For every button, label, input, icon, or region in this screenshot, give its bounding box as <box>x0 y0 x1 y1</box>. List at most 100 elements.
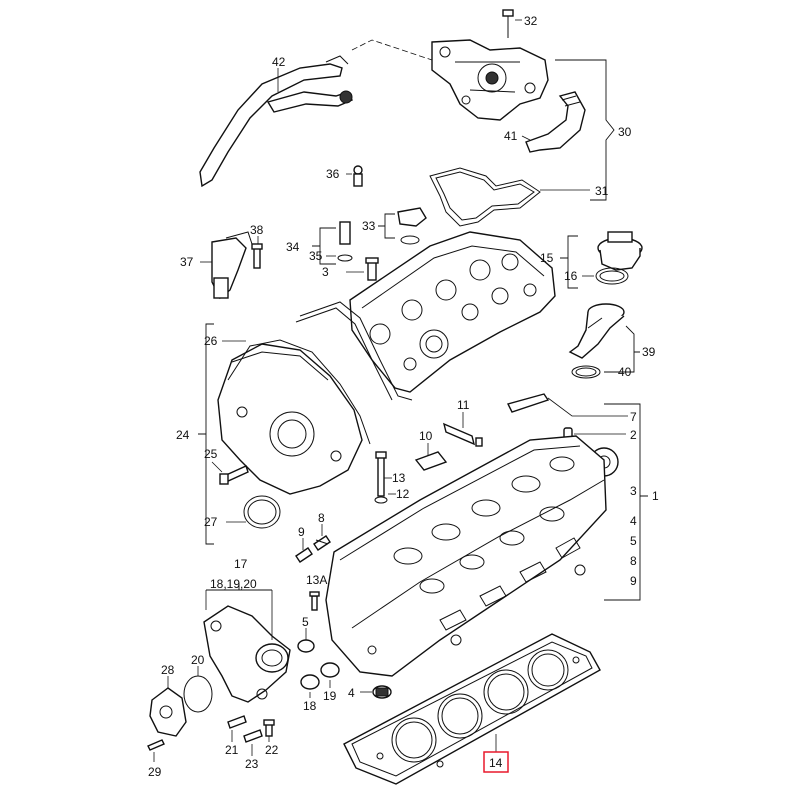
callout-2: 2 <box>630 428 637 442</box>
plate-28 <box>149 687 187 737</box>
callout-16: 16 <box>564 269 578 283</box>
callout-19: 19 <box>323 689 337 703</box>
part-7 <box>506 393 550 413</box>
callout-28: 28 <box>161 663 175 677</box>
callout-11: 11 <box>457 398 470 412</box>
plug-18 <box>300 674 320 690</box>
callout-35: 35 <box>309 249 323 263</box>
oring-20 <box>183 675 213 713</box>
callout-12: 12 <box>396 487 410 501</box>
callout-1: 1 <box>652 489 659 503</box>
highlight-box-14 <box>483 751 509 773</box>
bolt-3-top <box>365 257 379 281</box>
bracket-1 <box>604 403 648 601</box>
callout-42: 42 <box>272 55 286 69</box>
oring-27 <box>243 495 281 529</box>
callout-10: 10 <box>419 429 433 443</box>
callout-9-left: 9 <box>298 525 305 539</box>
callout-21: 21 <box>225 743 239 757</box>
callout-40: 40 <box>618 365 632 379</box>
bracket-15 <box>560 235 578 289</box>
callout-33: 33 <box>362 219 376 233</box>
callout-23: 23 <box>245 757 259 771</box>
breather-hose-42 <box>199 55 353 188</box>
callout-25: 25 <box>204 447 218 461</box>
callout-7: 7 <box>630 410 637 424</box>
valve-cover-gasket <box>299 301 413 401</box>
bracket-39 <box>604 325 640 373</box>
bolt-32 <box>502 9 514 38</box>
washer-12 <box>374 496 388 504</box>
bracket-33 <box>378 213 395 239</box>
bolt-23 <box>243 729 263 743</box>
sensor-34 <box>337 221 353 262</box>
bracket-34 <box>312 227 336 265</box>
callout-9-right: 9 <box>630 574 637 588</box>
callout-27: 27 <box>204 515 218 529</box>
callout-3-top: 3 <box>322 265 329 279</box>
solenoid-37 <box>211 231 253 300</box>
callout-8-left: 8 <box>318 511 325 525</box>
cylinder-head <box>325 435 607 677</box>
seal-16 <box>595 267 629 285</box>
pcv-housing <box>431 39 549 121</box>
stud-36 <box>353 165 363 187</box>
callout-36: 36 <box>326 167 340 181</box>
bolt-29 <box>147 739 165 751</box>
callout-5-right: 5 <box>630 534 637 548</box>
callout-24: 24 <box>176 428 190 442</box>
callout-20: 20 <box>191 653 205 667</box>
callout-13a: 13A <box>306 573 327 587</box>
callout-34: 34 <box>286 240 300 254</box>
callout-13: 13 <box>392 471 406 485</box>
callout-39: 39 <box>642 345 656 359</box>
callout-17: 17 <box>234 557 248 571</box>
hose-41 <box>525 91 586 153</box>
bolt-38 <box>251 243 263 269</box>
callout-22: 22 <box>265 743 279 757</box>
dashed-connector-42 <box>351 39 433 61</box>
callout-26: 26 <box>204 334 218 348</box>
callout-37: 37 <box>180 255 194 269</box>
callout-5-left: 5 <box>302 615 309 629</box>
spring-8 <box>313 535 331 551</box>
bolt-13 <box>375 451 387 497</box>
bolt-22 <box>263 719 275 737</box>
timing-cover-gasket-26 <box>227 339 371 445</box>
part-10 <box>414 451 448 471</box>
callout-17-sub: 18,19,20 <box>210 577 257 591</box>
callout-4-right: 4 <box>630 514 637 528</box>
filler-neck-39 <box>568 303 625 359</box>
bushing-4 <box>372 685 392 699</box>
callout-4-left: 4 <box>348 686 355 700</box>
callout-29: 29 <box>148 765 162 779</box>
valve-cover <box>349 231 556 393</box>
sensor-33 <box>397 207 427 245</box>
bracket-30 <box>555 59 615 201</box>
callout-32: 32 <box>524 14 538 28</box>
callout-15: 15 <box>540 251 554 265</box>
bracket-24 <box>198 323 214 545</box>
gasket-31 <box>429 167 541 227</box>
callout-38: 38 <box>250 223 264 237</box>
spring-9 <box>295 547 313 563</box>
leader-41 <box>521 135 531 141</box>
plug-5 <box>297 639 315 653</box>
bolt-13a <box>309 591 320 611</box>
seal-40 <box>571 365 601 379</box>
leader-25 <box>211 461 223 473</box>
bracket-17 <box>206 584 272 591</box>
oil-cap-15 <box>597 231 643 271</box>
callout-14[interactable]: 14 <box>489 756 503 770</box>
head-gasket-14 <box>343 633 601 785</box>
plug-19 <box>320 662 340 678</box>
callout-30: 30 <box>618 125 632 139</box>
part-11 <box>442 422 483 447</box>
callout-8-right: 8 <box>630 554 637 568</box>
callout-31: 31 <box>595 184 609 198</box>
callout-3-right: 3 <box>630 484 637 498</box>
bolt-25 <box>219 465 249 485</box>
bolt-21 <box>227 715 247 729</box>
